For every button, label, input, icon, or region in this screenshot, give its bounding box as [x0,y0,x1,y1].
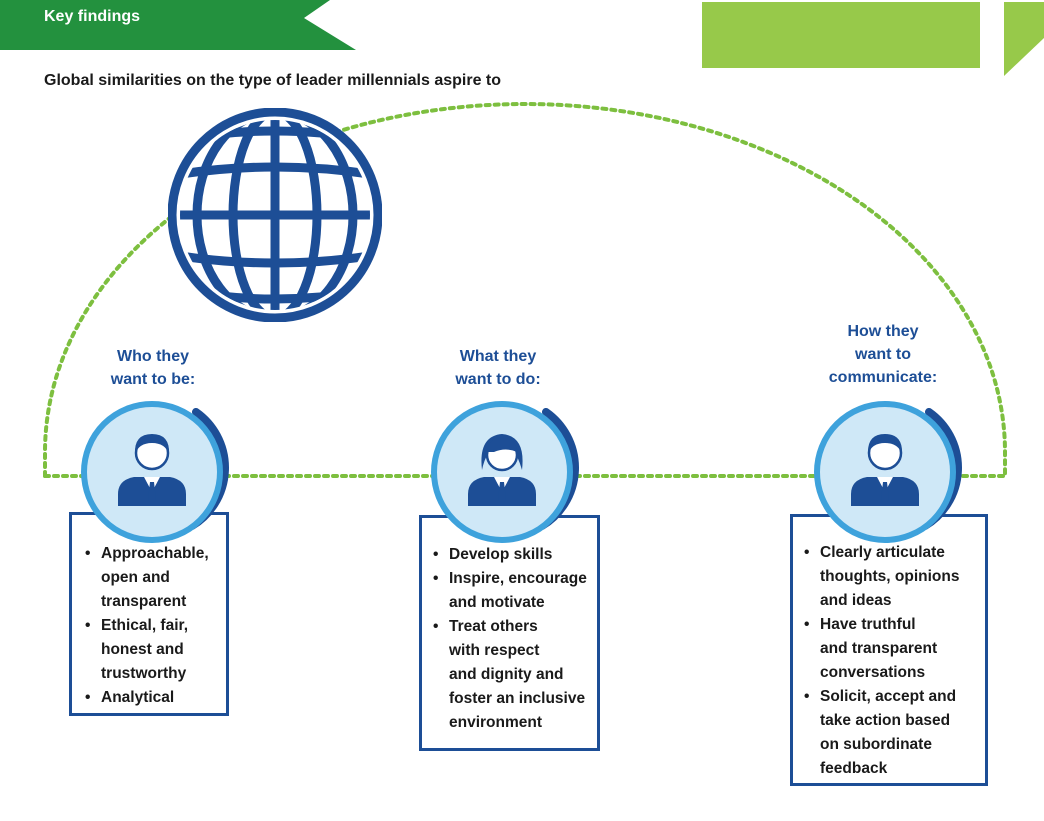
lime-decoration [702,2,1044,76]
heading-line: What they [459,348,537,365]
list-item: Develop skills [433,543,597,567]
businessman-icon [81,401,229,543]
key-findings-banner [0,0,356,50]
businessman-icon [814,401,962,543]
heading-line: communicate: [828,369,938,386]
column-heading-who: Who they want to be: [78,345,228,391]
heading-line: How they [847,323,919,340]
heading-line: want to be: [110,371,196,388]
column-heading-how: How they want to communicate: [808,320,958,389]
page-subtitle: Global similarities on the type of leade… [44,72,502,89]
column-heading-what: What they want to do: [423,345,573,391]
globe-icon [168,108,382,322]
businesswoman-icon [431,401,579,543]
list-item: Analytical [85,686,226,710]
heading-line: want to do: [455,371,541,388]
banner-label: Key findings [44,8,141,25]
heading-line: want to [855,346,911,363]
heading-line: Who they [117,348,189,365]
